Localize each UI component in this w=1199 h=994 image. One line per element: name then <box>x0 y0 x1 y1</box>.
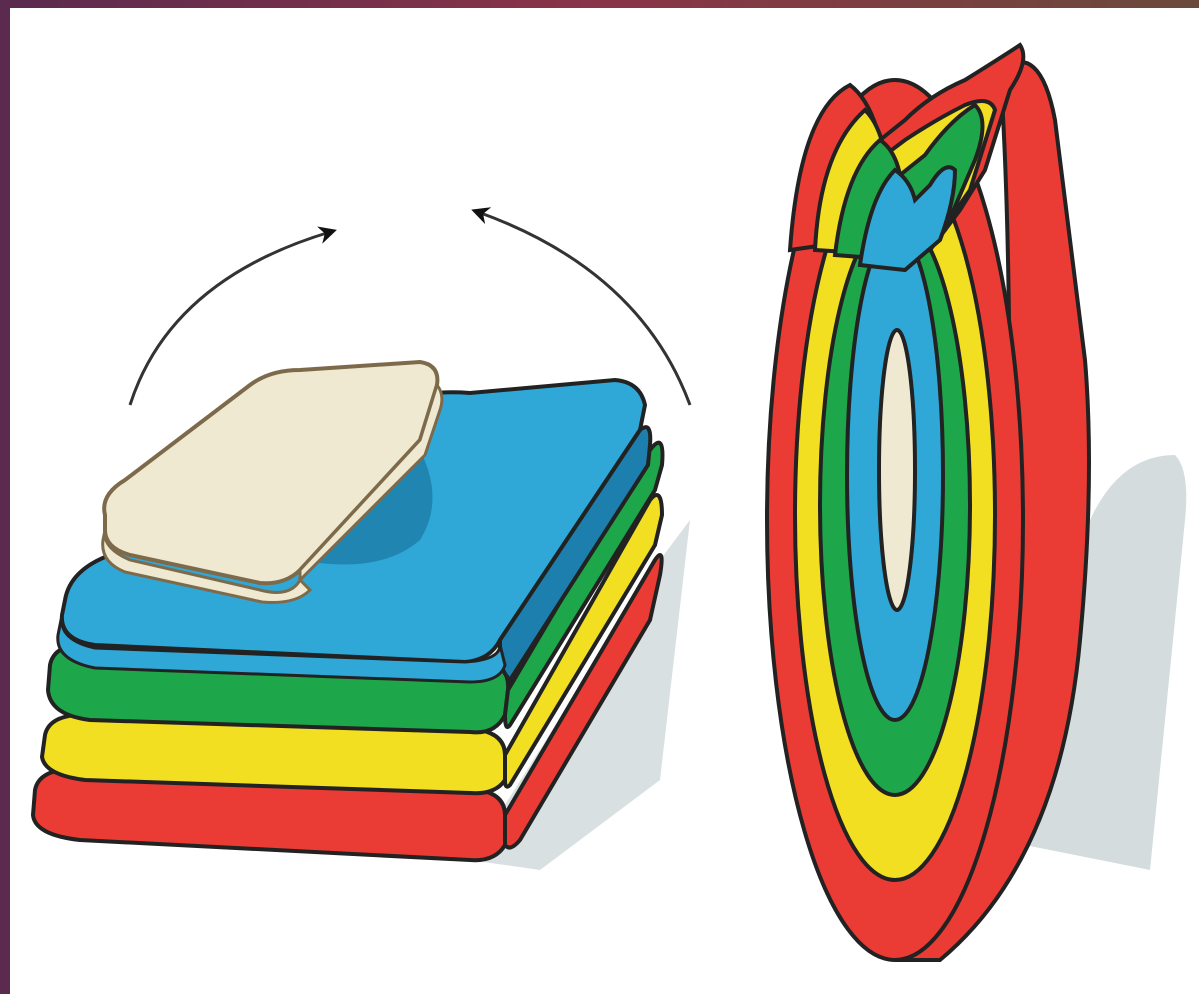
curved-arrow-right <box>478 212 690 405</box>
flat-layer-stack <box>33 212 690 870</box>
folded-layer-arch <box>767 45 1186 960</box>
cream-core <box>879 330 915 610</box>
